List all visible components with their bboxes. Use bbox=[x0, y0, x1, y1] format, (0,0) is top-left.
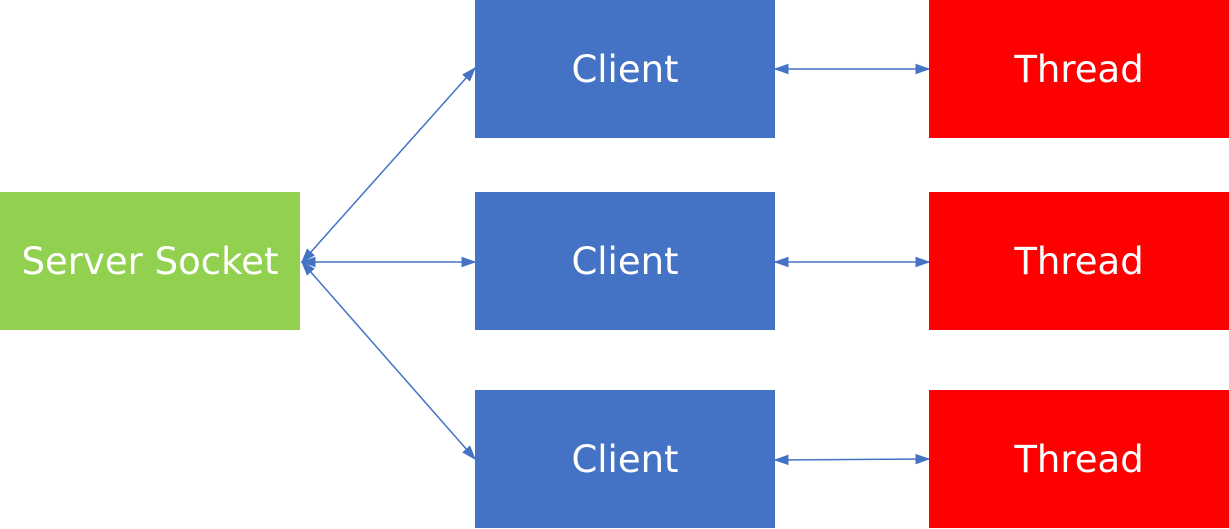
client-label: Client bbox=[571, 239, 679, 283]
thread-node-1: Thread bbox=[929, 0, 1229, 138]
thread-label: Thread bbox=[1014, 239, 1144, 283]
connector-server-client-3 bbox=[301, 260, 476, 461]
client-label: Client bbox=[571, 437, 679, 481]
server-socket-label: Server Socket bbox=[21, 239, 279, 283]
thread-node-3: Thread bbox=[929, 390, 1229, 528]
thread-label: Thread bbox=[1014, 437, 1144, 481]
thread-node-2: Thread bbox=[929, 192, 1229, 330]
thread-label: Thread bbox=[1014, 47, 1144, 91]
client-label: Client bbox=[571, 47, 679, 91]
client-node-1: Client bbox=[475, 0, 775, 138]
client-node-3: Client bbox=[475, 390, 775, 528]
server-socket-node: Server Socket bbox=[0, 192, 300, 330]
connector-client-thread-3 bbox=[773, 453, 931, 466]
client-node-2: Client bbox=[475, 192, 775, 330]
connector-server-client-1 bbox=[301, 66, 476, 264]
